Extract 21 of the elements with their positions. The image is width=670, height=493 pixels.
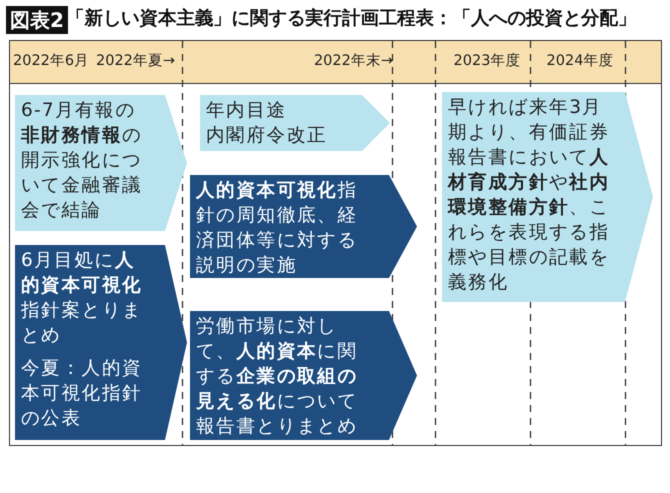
period-label: 2022年6月 bbox=[13, 52, 90, 71]
chevron-box bbox=[15, 95, 187, 231]
title-text: 「新しい資本主義」に関する実行計画工程表：「人への投資と分配」 bbox=[66, 6, 636, 31]
period-label: 2023年度 bbox=[452, 52, 522, 71]
box-text: 労働市場に対して、人的資本に関する企業の取組の見える化について報告書とりまとめ bbox=[196, 315, 359, 439]
chevron-box bbox=[15, 245, 187, 440]
box-text: 6月目処に人的資本可視化指針案とりまとめ bbox=[21, 249, 143, 348]
box-text: 6-7月有報の非財務情報の開示強化について金融審議会で結論 bbox=[21, 99, 143, 223]
box-text: 今夏：人的資本可視化指針の公表 bbox=[21, 357, 143, 431]
chevron-box bbox=[200, 95, 390, 151]
box-text: 人的資本可視化指針の周知徹底、経済団体等に対する説明の実施 bbox=[196, 179, 359, 278]
period-label: 2022年夏→ bbox=[96, 52, 176, 71]
chevron-box bbox=[190, 311, 417, 440]
chevron-box bbox=[190, 175, 417, 278]
figure-badge: 図表2 bbox=[6, 6, 68, 34]
box-text: 早ければ来年3月期より、有価証券報告書において人材育成方針や社内環境整備方針、これらを表現する指標や目標の記載を義務化 bbox=[448, 96, 611, 295]
period-label: 2022年末→ bbox=[312, 52, 393, 71]
box-text: 内閣府令改正 bbox=[206, 124, 328, 148]
period-label: 2024年度 bbox=[546, 52, 614, 71]
box-text: 年内目途 bbox=[206, 99, 288, 123]
chevron-box bbox=[442, 92, 653, 302]
